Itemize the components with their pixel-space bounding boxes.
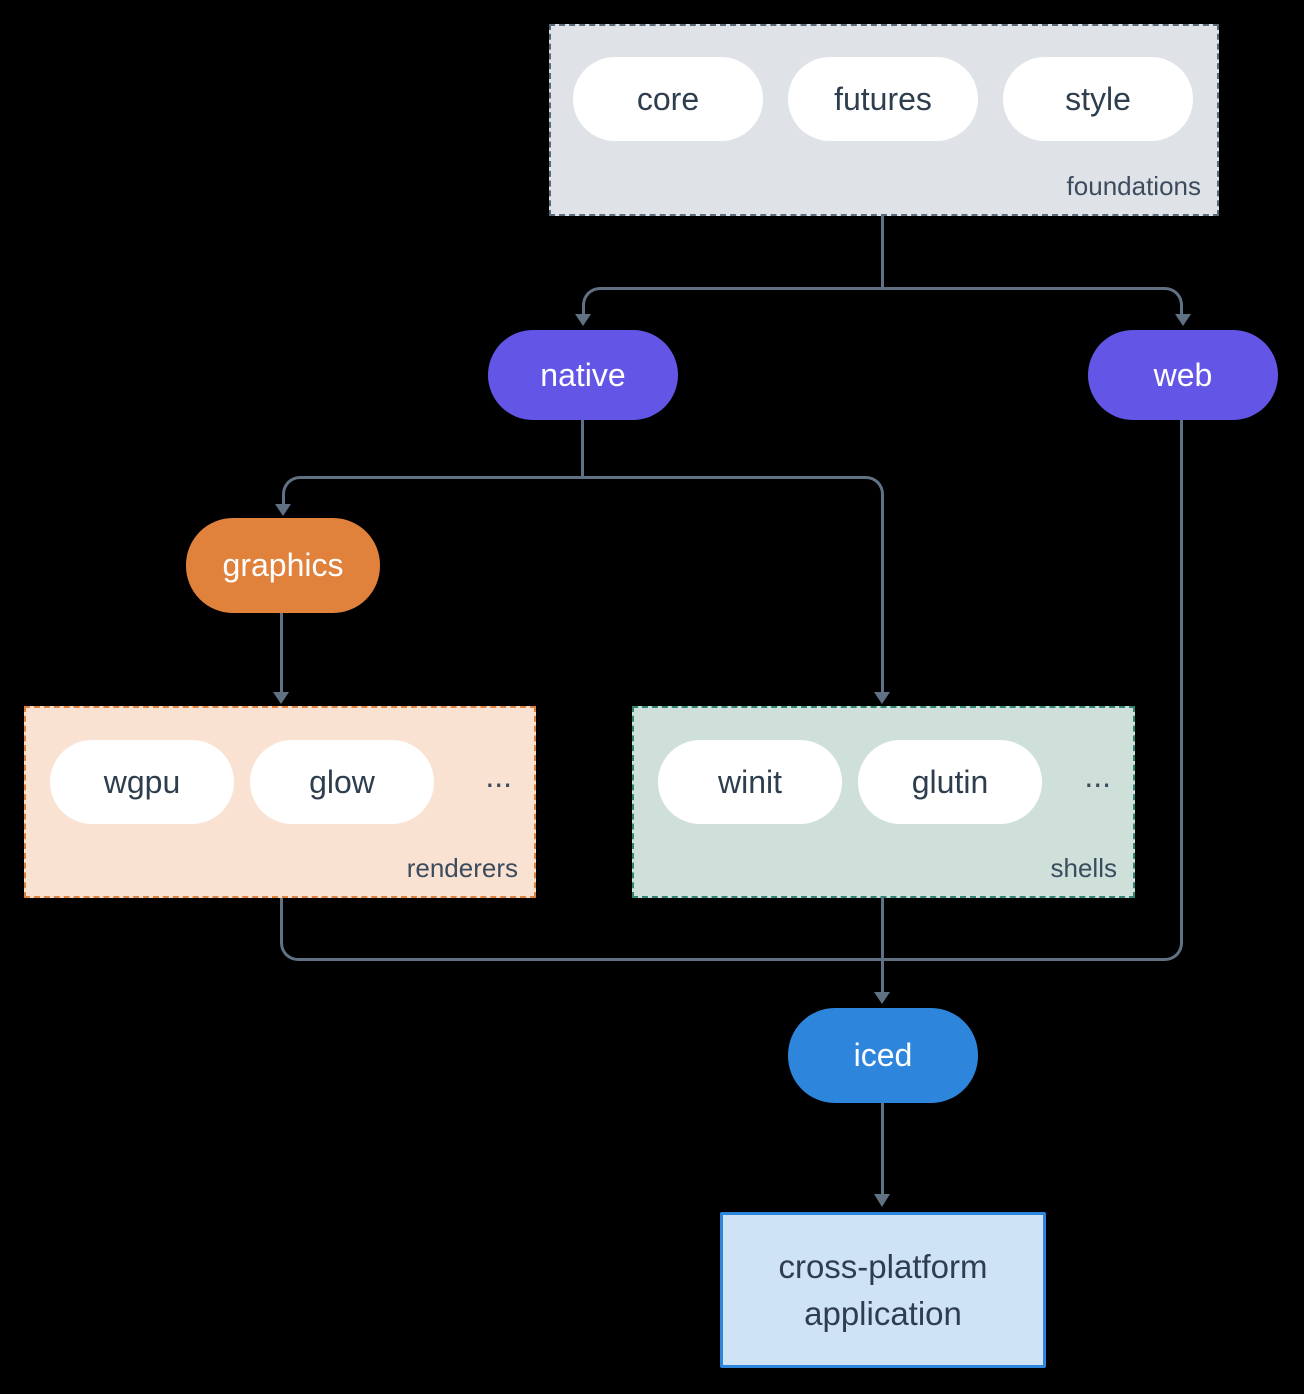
arrowhead-web: [1175, 314, 1191, 326]
node-winit: winit: [658, 740, 842, 824]
node-futures-label: futures: [834, 80, 932, 117]
group-renderers-label: renderers: [406, 853, 518, 883]
arrowhead-graphics: [275, 504, 291, 516]
node-graphics: graphics: [186, 518, 380, 613]
node-glow: glow: [250, 740, 434, 824]
node-wgpu: wgpu: [50, 740, 234, 824]
application-label-line1: cross-platform: [778, 1248, 988, 1285]
arrowhead-application: [874, 1194, 890, 1207]
group-shells-label: shells: [1050, 853, 1117, 883]
node-web-label: web: [1153, 356, 1213, 393]
renderers-ellipsis: ...: [485, 758, 512, 794]
node-core: core: [573, 57, 763, 141]
node-style-label: style: [1065, 80, 1131, 117]
edge-merge-stem: [881, 961, 884, 994]
edge-native-to-graphics: [282, 476, 583, 508]
node-glutin-label: glutin: [911, 763, 989, 800]
node-wgpu-label: wgpu: [103, 763, 181, 800]
arrowhead-iced: [874, 992, 890, 1004]
arrowhead-shells: [874, 692, 890, 704]
shells-ellipsis: ...: [1084, 758, 1111, 794]
edge-foundations-stem: [881, 216, 884, 287]
node-style: style: [1003, 57, 1193, 141]
edge-native-to-shells: [581, 476, 884, 694]
edge-foundations-to-native: [582, 287, 883, 320]
node-winit-label: winit: [717, 763, 782, 800]
edge-native-stem: [581, 420, 584, 476]
node-native-label: native: [540, 356, 626, 393]
node-iced-label: iced: [853, 1037, 913, 1073]
edge-foundations-to-web: [881, 287, 1183, 320]
edge-graphics-stem: [280, 613, 283, 694]
node-graphics-label: graphics: [222, 547, 344, 583]
arrowhead-renderers: [273, 692, 289, 704]
edge-renderers-to-iced: [280, 898, 883, 961]
edge-web-to-iced: [881, 420, 1183, 961]
node-iced: iced: [788, 1008, 978, 1103]
application-label-line2: application: [804, 1295, 962, 1332]
node-native: native: [488, 330, 678, 420]
node-glow-label: glow: [309, 763, 375, 800]
group-foundations-label: foundations: [1066, 171, 1201, 201]
node-glutin: glutin: [858, 740, 1042, 824]
node-futures: futures: [788, 57, 978, 141]
group-foundations: core futures style foundations: [549, 24, 1219, 216]
edge-iced-stem: [881, 1103, 884, 1196]
node-web: web: [1088, 330, 1278, 420]
edge-shells-to-iced: [881, 898, 884, 958]
node-application: cross-platform application: [720, 1212, 1046, 1368]
group-shells: winit glutin ... shells: [632, 706, 1135, 898]
arrowhead-native: [575, 314, 591, 326]
node-core-label: core: [636, 80, 700, 117]
group-renderers: wgpu glow ... renderers: [24, 706, 536, 898]
